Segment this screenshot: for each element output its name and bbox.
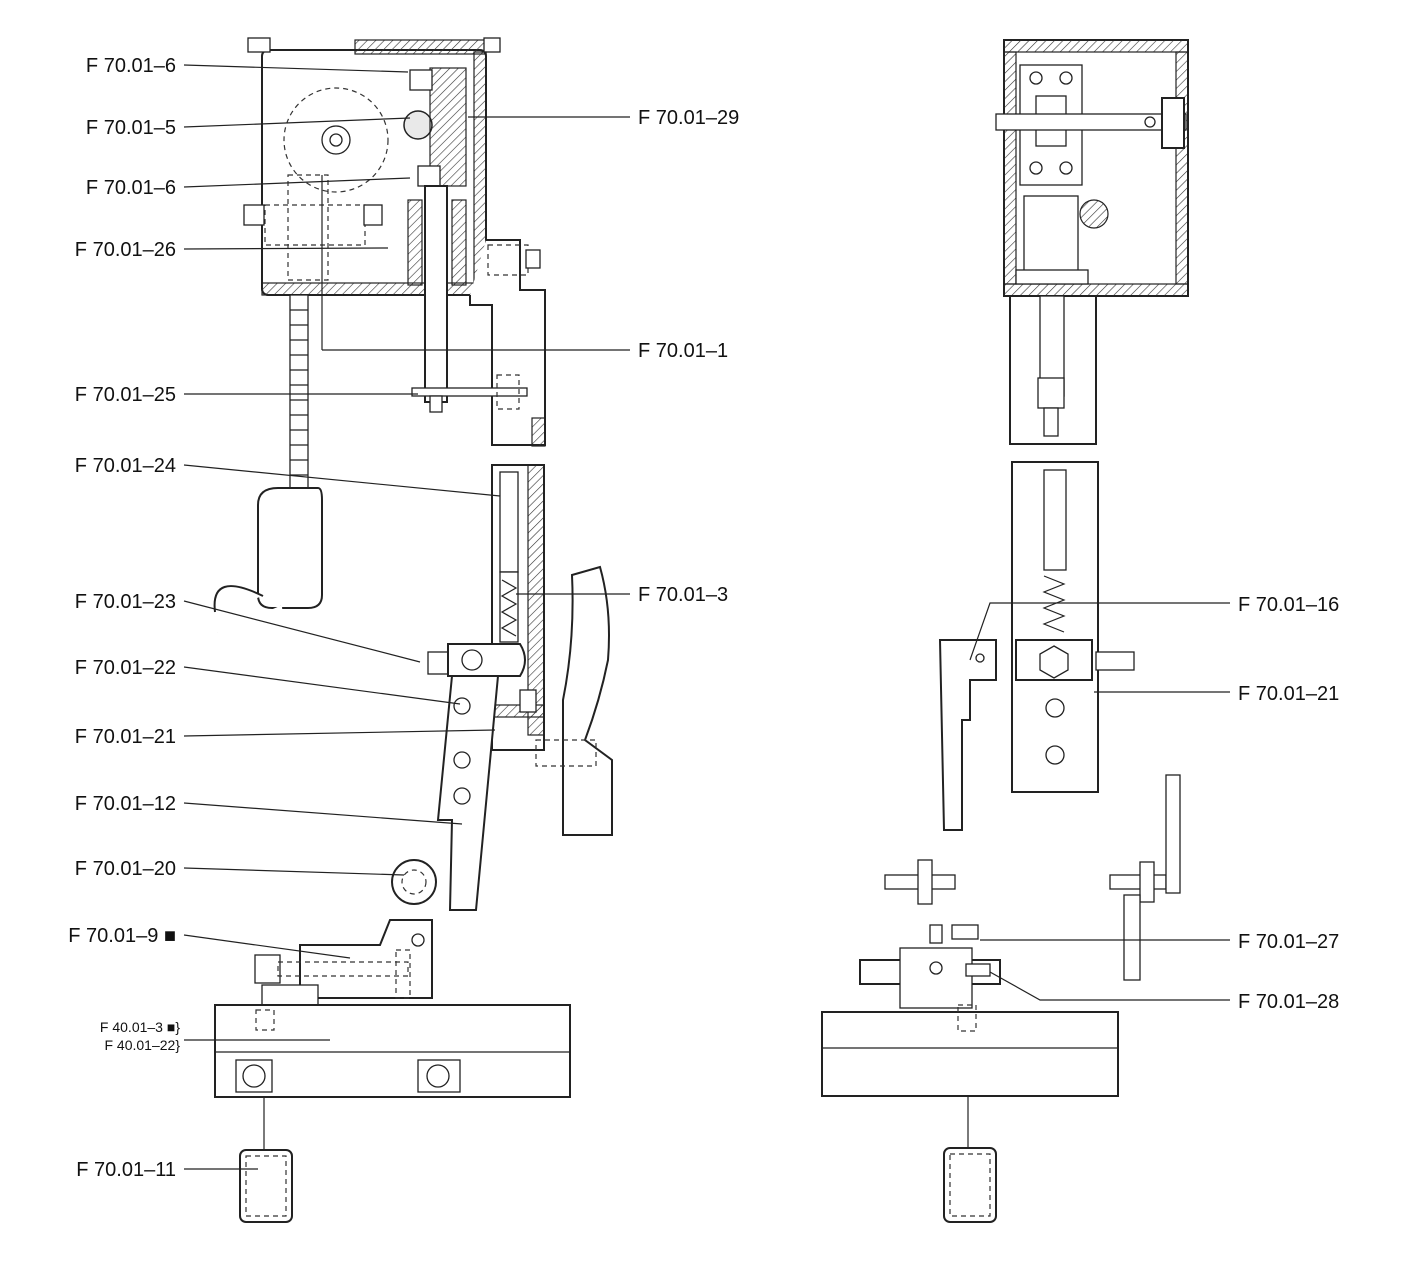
label-f70-01-29: F 70.01–29	[638, 107, 739, 129]
label-f70-01-27: F 70.01–27	[1238, 931, 1339, 953]
label-f70-01-21-right: F 70.01–21	[1238, 683, 1339, 705]
upper-housing	[243, 37, 501, 403]
label-f70-01-5: F 70.01–5	[86, 117, 176, 139]
leader-lines	[183, 64, 1230, 1170]
label-f70-01-6-lower: F 70.01–6	[86, 177, 176, 199]
lower-bracket	[254, 919, 433, 1006]
label-f70-01-6-top: F 70.01–6	[86, 55, 176, 77]
right-lower-column	[938, 461, 1135, 831]
label-f70-01-24: F 70.01–24	[75, 455, 176, 477]
label-f70-01-11: F 70.01–11	[76, 1159, 176, 1181]
label-f70-01-26: F 70.01–26	[75, 239, 176, 261]
right-lower-assembly	[859, 774, 1181, 1009]
label-f70-01-28: F 70.01–28	[1238, 991, 1339, 1013]
callout-labels: F 70.01–6 F 70.01–5 F 70.01–6 F 70.01–26…	[68, 55, 1339, 1181]
right-base-rail	[821, 1004, 1119, 1223]
chain	[289, 294, 309, 491]
left-view	[213, 37, 613, 1223]
label-f40-01-22: F 40.01–22}	[104, 1037, 180, 1053]
label-f40-01-3: F 40.01–3 ■}	[100, 1019, 180, 1035]
right-view	[821, 39, 1189, 1223]
label-f70-01-12: F 70.01–12	[75, 793, 176, 815]
right-upper-column	[1009, 295, 1097, 445]
label-f70-01-25: F 70.01–25	[75, 384, 176, 406]
label-f70-01-9: F 70.01–9 ■	[68, 925, 176, 947]
side-plate	[535, 565, 613, 836]
label-f70-01-23: F 70.01–23	[75, 591, 176, 613]
label-f70-01-3: F 70.01–3	[638, 584, 728, 606]
label-f70-01-1: F 70.01–1	[638, 340, 728, 362]
lever-assembly	[391, 643, 537, 911]
bottom-weight	[239, 1097, 293, 1223]
label-f70-01-22: F 70.01–22	[75, 657, 176, 679]
right-housing	[995, 39, 1189, 297]
label-f70-01-20: F 70.01–20	[75, 858, 176, 880]
label-f70-01-21-left: F 70.01–21	[75, 726, 176, 748]
base-rail	[214, 1004, 571, 1098]
counterweight-hook	[213, 487, 323, 695]
housing-bracket	[411, 239, 546, 447]
label-f70-01-16: F 70.01–16	[1238, 594, 1339, 616]
